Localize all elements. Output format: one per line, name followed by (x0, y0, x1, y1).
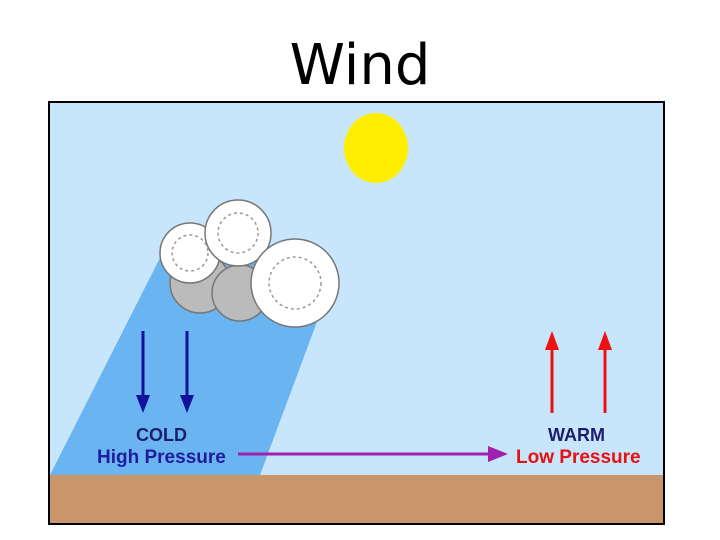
high-pressure-label: High Pressure (97, 447, 226, 468)
rising-air-arrows (545, 331, 612, 413)
diagram-canvas (50, 103, 663, 523)
low-pressure-label: Low Pressure (516, 447, 641, 468)
cold-label: COLD (136, 425, 187, 445)
warm-label: WARM (548, 425, 605, 445)
wind-arrow (238, 446, 508, 462)
sun-icon (344, 113, 408, 183)
page-title: Wind (289, 33, 431, 98)
cloud-icon (159, 199, 340, 328)
sinking-air-arrows (136, 331, 194, 413)
wind-diagram: COLD High Pressure WARM Low Pressure (48, 101, 665, 525)
ground (50, 475, 663, 523)
